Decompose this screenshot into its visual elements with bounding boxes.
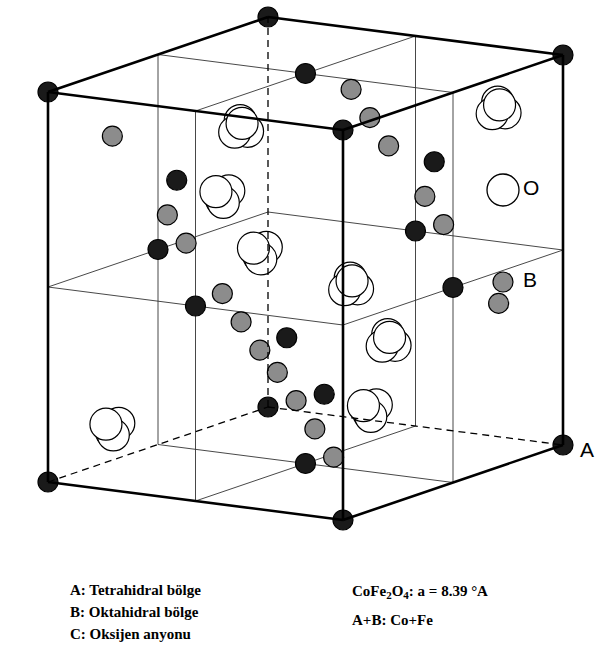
oxygen-atom [336,265,368,297]
text-run: . [449,583,453,599]
site-label: O [521,176,541,200]
formula-note: CoFe2O4: a = 8.39 °A [352,583,488,600]
label-holder: A+B: Co+Fe [352,612,433,629]
legend-note: C: Oksijen anyonu [70,626,191,643]
legend-note: B: Oktahidral bölge [70,604,198,621]
cube-edge [268,17,563,55]
tetrahedral-atom [406,221,426,241]
text-run: B: Oktahidral bölge [70,604,198,620]
oxygen-key [487,174,519,206]
octahedral-atom [250,340,270,360]
tetrahedral-atom [277,328,297,348]
octahedral-atom [212,284,232,304]
cube-edge [342,130,345,520]
site-label: A [578,438,596,462]
cube-edge [562,55,565,445]
label-holder: CoFe2O4: a = 8.39 °A [352,583,488,600]
composition-note: A+B: Co+Fe [352,612,433,629]
cube-edge [343,55,563,130]
tetrahedral-atom [314,384,334,404]
tetrahedral-atom [443,278,463,298]
octahedral-atom [102,126,122,146]
octahedral-atom [489,293,509,313]
octahedral-atom [176,233,196,253]
tetrahedral-atom [167,170,187,190]
subscript: 2 [386,589,392,601]
legend-note: A: Tetrahidral bölge [70,582,201,599]
tetrahedral-atom [424,152,444,172]
oxygen-atom [200,176,232,208]
key-atoms [487,174,519,292]
tetrahedral-atom [186,296,206,316]
grid-line [48,212,563,325]
octahedral-atom [157,205,177,225]
cube-edge [343,445,563,520]
text-run: °A [467,583,488,599]
label-holder: B: Oktahidral bölge [70,604,198,621]
site-label: B [521,268,539,292]
hidden-edge [267,17,268,407]
text-run: CoFe [352,583,386,599]
octahedral-atom [286,391,306,411]
hidden-edge [48,407,268,482]
octahedral-atom [305,419,325,439]
oxygen-atom [226,107,258,139]
octahedral-atom [324,447,344,467]
tetrahedral-atom [148,240,168,260]
octahedral-atom [415,186,435,206]
text-run: 39 [452,583,467,599]
grid-line [196,36,416,501]
grid-line [158,55,453,483]
label-holder: O [521,176,541,200]
text-run: A+B: Co+Fe [352,612,433,628]
oxygen-atom [347,390,379,422]
text-run: O [392,583,404,599]
text-run: O [523,176,539,199]
text-run: 8 [441,583,449,599]
tetrahedral-atom [296,64,316,84]
label-holder: C: Oksijen anyonu [70,626,191,643]
oxygen-atom [374,321,406,353]
label-holder: A [578,438,596,462]
octahedral-atom [341,79,361,99]
cube-edges [48,17,563,520]
octahedral-atom [434,215,454,235]
cube-edge [47,92,50,482]
text-run: : a = [409,583,441,599]
cube-edge [48,17,268,92]
atom-layer [38,7,573,530]
cube-edge [48,482,343,520]
octahedral-atom [231,312,251,332]
label-holder: B [521,268,539,292]
octahedral-atom [379,136,399,156]
text-run: B [523,268,537,291]
subscript: 4 [403,589,409,601]
hidden-edge [268,407,563,445]
oxygen-atom [484,89,516,121]
octahedral-key [493,272,513,292]
cell-grid [48,36,563,501]
text-run: A: Tetrahidral bölge [70,582,201,598]
tetrahedral-atom [296,454,316,474]
oxygen-atom [237,232,269,264]
text-run: A [580,438,594,461]
oxygen-atom [90,408,122,440]
text-run: C: Oksijen anyonu [70,626,191,642]
octahedral-atom [267,362,287,382]
label-holder: A: Tetrahidral bölge [70,582,201,599]
cube-edge [48,92,343,130]
